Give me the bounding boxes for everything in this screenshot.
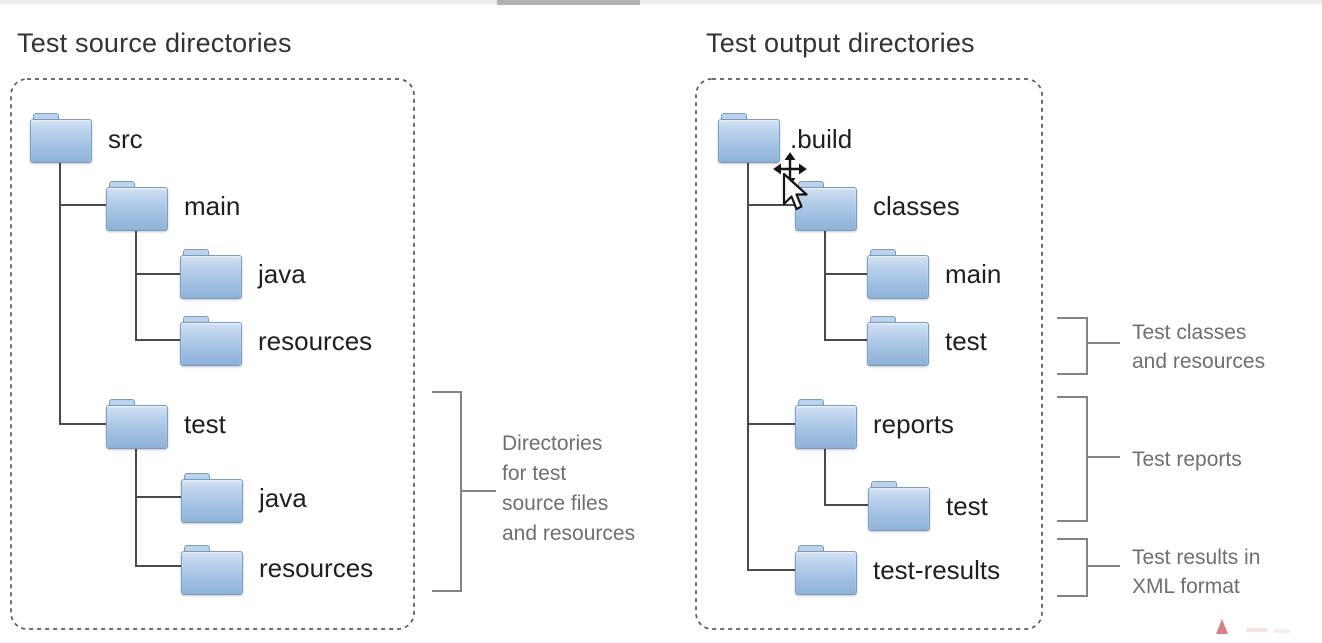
note-line: XML format — [1132, 575, 1240, 598]
tree-connector — [59, 423, 107, 425]
folder-label: reports — [873, 409, 954, 439]
tree-connector — [135, 565, 182, 567]
folder-label: resources — [258, 326, 373, 356]
folder-label: java — [259, 483, 307, 513]
tree-connector — [824, 273, 868, 275]
note-line: Test classes — [1132, 321, 1247, 344]
note-line: source files — [502, 492, 609, 515]
right-note-1: Test classes and resources — [1132, 318, 1265, 376]
folder-icon — [867, 316, 929, 366]
folder-icon — [867, 249, 929, 299]
folder-icon — [718, 113, 780, 163]
tree-connector — [824, 229, 826, 341]
folder-icon — [106, 181, 168, 231]
folder-icon — [181, 545, 243, 595]
note-line: Test reports — [1132, 448, 1242, 471]
tree-connector — [135, 229, 137, 341]
top-scrollbar-track — [0, 0, 1322, 4]
tree-connector — [824, 504, 869, 506]
red-arrow-icon — [1216, 619, 1290, 634]
right-note-bracket-2 — [1057, 396, 1088, 522]
tree-connector — [747, 161, 749, 571]
tree-connector — [135, 447, 137, 567]
tree-connector — [824, 339, 868, 341]
tree-connector — [135, 496, 182, 498]
folder-label: test — [184, 409, 226, 439]
folder-icon — [30, 113, 92, 163]
right-note-bracket-2-tick — [1086, 456, 1120, 458]
left-panel-title: Test source directories — [17, 28, 292, 58]
right-panel-title: Test output directories — [706, 28, 975, 58]
top-scrollbar-thumb[interactable] — [497, 0, 640, 5]
folder-label: test — [946, 491, 988, 521]
folder-label: classes — [873, 191, 960, 221]
right-note-2: Test reports — [1132, 445, 1242, 474]
left-note-bracket-tick — [460, 490, 496, 492]
note-line: and resources — [502, 522, 636, 545]
note-line: and resources — [1132, 350, 1266, 373]
tree-connector — [135, 339, 181, 341]
folder-icon — [795, 399, 857, 449]
folder-icon — [181, 473, 243, 523]
folder-label: main — [945, 259, 1002, 289]
folder-label: resources — [259, 553, 374, 583]
tree-connector — [824, 447, 826, 506]
folder-icon — [795, 545, 857, 595]
tree-connector — [59, 161, 61, 425]
note-line: for test — [502, 462, 567, 485]
folder-icon — [180, 316, 242, 366]
left-dashed-box — [10, 78, 415, 630]
left-note-bracket — [432, 391, 462, 592]
move-pointer-cursor-icon — [773, 152, 808, 211]
right-note-bracket-1 — [1057, 317, 1088, 375]
folder-label: test — [945, 326, 987, 356]
right-note-bracket-3 — [1057, 538, 1088, 597]
folder-label: test-results — [873, 555, 1001, 585]
tree-connector — [747, 569, 796, 571]
right-note-3: Test results in XML format — [1132, 543, 1260, 601]
note-line: Test results in — [1132, 546, 1261, 569]
folder-label: .build — [790, 124, 853, 154]
folder-icon — [180, 249, 242, 299]
folder-label: src — [108, 124, 143, 154]
note-line: Directories — [502, 432, 603, 455]
tree-connector — [747, 204, 796, 206]
tree-connector — [747, 423, 796, 425]
folder-icon — [868, 481, 930, 531]
folder-icon — [106, 399, 168, 449]
right-note-bracket-3-tick — [1086, 565, 1120, 567]
right-note-bracket-1-tick — [1086, 342, 1120, 344]
folder-label: java — [258, 259, 306, 289]
left-note: Directories for test source files and re… — [502, 429, 635, 549]
folder-label: main — [184, 191, 241, 221]
tree-connector — [59, 204, 107, 206]
tree-connector — [135, 273, 181, 275]
